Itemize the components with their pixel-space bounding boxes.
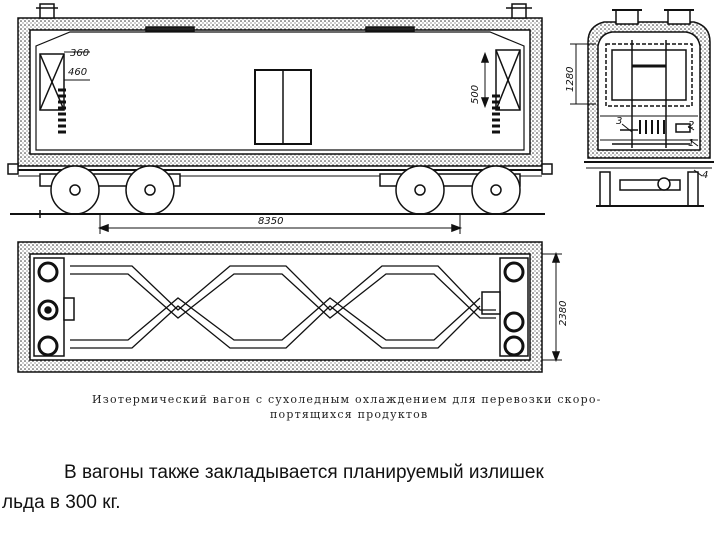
end-view [570, 9, 714, 207]
callout-4: 4 [702, 170, 708, 181]
callout-1: 1 [688, 138, 694, 149]
body-text-line-1: В вагоны также закладывается планируемый… [64, 462, 544, 483]
wheel [471, 165, 521, 215]
dim-2380: 2380 [558, 301, 569, 326]
dim-460: 460 [68, 67, 87, 78]
dim-500: 500 [470, 85, 481, 104]
dim-360: 360 [70, 48, 89, 59]
dim-8350: 8350 [258, 216, 283, 227]
figure-caption-line-2: портящихся продуктов [270, 408, 429, 421]
roof-hatch-right [511, 3, 527, 19]
side-view [7, 3, 553, 234]
wheel [50, 165, 100, 215]
callout-3: 3 [616, 116, 622, 127]
body-text-line-2: льда в 300 кг. [2, 492, 121, 513]
plan-view [17, 241, 562, 373]
wheel [125, 165, 175, 215]
isothermal-wagon-drawing: 360 460 500 8350 [7, 3, 714, 373]
callout-2: 2 [688, 120, 694, 131]
figure-caption-line-1: Изотермический вагон с сухоледным охлажд… [92, 393, 602, 406]
wheel [395, 165, 445, 215]
roof-hatch-left [39, 3, 55, 19]
dim-1280: 1280 [565, 67, 576, 92]
cooling-pipe-zigzag [70, 265, 496, 311]
